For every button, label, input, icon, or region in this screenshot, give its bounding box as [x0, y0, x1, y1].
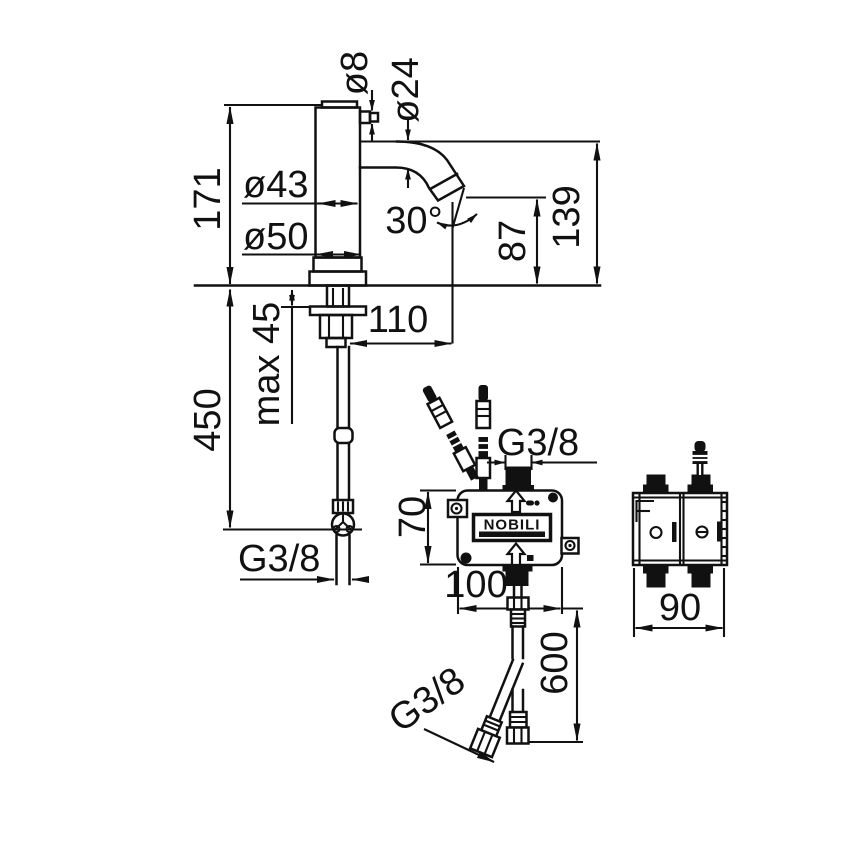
screw-dot-top-right [548, 492, 558, 503]
dim-spout-reach-110: 110 [349, 202, 454, 348]
dim-box-depth-90: 90 [632, 568, 726, 637]
cable-connector-vertical [475, 385, 492, 491]
logo-underline-bar [479, 531, 545, 537]
dim-label-600: 600 [534, 631, 576, 694]
side-screw-right [695, 525, 709, 539]
dim-label-87: 87 [492, 220, 534, 262]
dim-inlet-thread-g38-top: G3/8 [487, 422, 597, 470]
sensor-cables [422, 385, 492, 491]
sensor-window [358, 110, 380, 125]
dim-label-d43: ø43 [243, 164, 308, 206]
faucet-body [314, 106, 362, 259]
spout [358, 140, 466, 203]
dim-box-width-100: 100 [444, 564, 564, 614]
tube-joint [333, 426, 354, 445]
dim-body-diameter-43: ø43 [242, 164, 359, 208]
hose-hex-nut [506, 596, 530, 611]
dim-label-d24: ø24 [385, 57, 427, 122]
dim-label-139: 139 [546, 185, 588, 248]
supply-tube [330, 345, 356, 586]
side-slot-right [717, 521, 722, 542]
mounting-tab-left [446, 498, 469, 519]
dim-label-30deg: 30° [385, 200, 442, 242]
side-slot-left [672, 522, 677, 542]
nobili-logo: NOBILI [471, 512, 553, 543]
dim-box-height-70: 70 [392, 489, 456, 566]
box-top-fitting [502, 466, 534, 491]
fixing-washer [308, 305, 368, 317]
side-top-connectors [643, 474, 713, 494]
dim-spout-outlet-diameter: ø8 [334, 51, 376, 141]
dim-label-g38-hose: G3/8 [381, 659, 473, 741]
hose-angled [468, 658, 525, 759]
hose-straight [505, 596, 530, 745]
dim-label-171: 171 [187, 167, 229, 230]
dim-label-g38-inlet: G3/8 [497, 422, 579, 464]
fixing-nut [318, 313, 354, 340]
dim-spout-top-height-139: 139 [360, 140, 601, 285]
dim-base-diameter-50: ø50 [242, 216, 362, 259]
dim-supply-thread-g38: G3/8 [238, 538, 370, 584]
dim-label-90: 90 [659, 587, 701, 629]
dim-label-d8: ø8 [334, 51, 376, 95]
dim-label-g38-supply: G3/8 [238, 538, 320, 580]
dim-outlet-height-87: 87 [466, 196, 546, 285]
dim-tube-length-450: 450 [187, 288, 362, 531]
side-grip-ridges [721, 500, 727, 558]
control-box-front-view: NOBILI [446, 466, 580, 600]
flow-arrow-bottom [505, 541, 527, 567]
dim-label-max45: max 45 [246, 302, 288, 427]
cable-connector-angled [422, 385, 479, 481]
fixing-shank [308, 284, 368, 349]
dim-label-100: 100 [444, 564, 507, 606]
box-bottom-fitting [502, 565, 533, 600]
control-box-side-view [631, 441, 729, 588]
mounting-tab-right [560, 536, 580, 555]
side-hole-left [649, 525, 663, 540]
brand-label: NOBILI [484, 517, 541, 534]
outlet-hoses [468, 596, 530, 759]
inlet-marker-bottom [527, 555, 534, 561]
bracket-mark [635, 499, 654, 522]
dim-spout-angle-30: 30° [385, 187, 478, 242]
dim-label-110: 110 [368, 299, 429, 341]
flow-arrow-top [505, 488, 527, 514]
dim-hose-length-600: 600 [528, 607, 583, 744]
dim-label-450: 450 [187, 388, 229, 451]
dim-label-d50: ø50 [243, 216, 308, 258]
side-bottom-connectors [643, 565, 713, 588]
dim-label-70: 70 [392, 496, 434, 538]
battery-jack-connector [692, 441, 708, 475]
dim-spout-tube-diameter: ø24 [385, 57, 427, 188]
dim-max-deck-thickness-45: max 45 [246, 289, 311, 427]
outlet-marker-top [526, 500, 540, 506]
screw-dot-bottom-left [460, 552, 472, 564]
faucet-body-base-section [312, 256, 363, 273]
faucet-base-flange [308, 270, 368, 287]
aerator-line [429, 172, 459, 191]
dim-total-height-171: 171 [187, 103, 322, 285]
